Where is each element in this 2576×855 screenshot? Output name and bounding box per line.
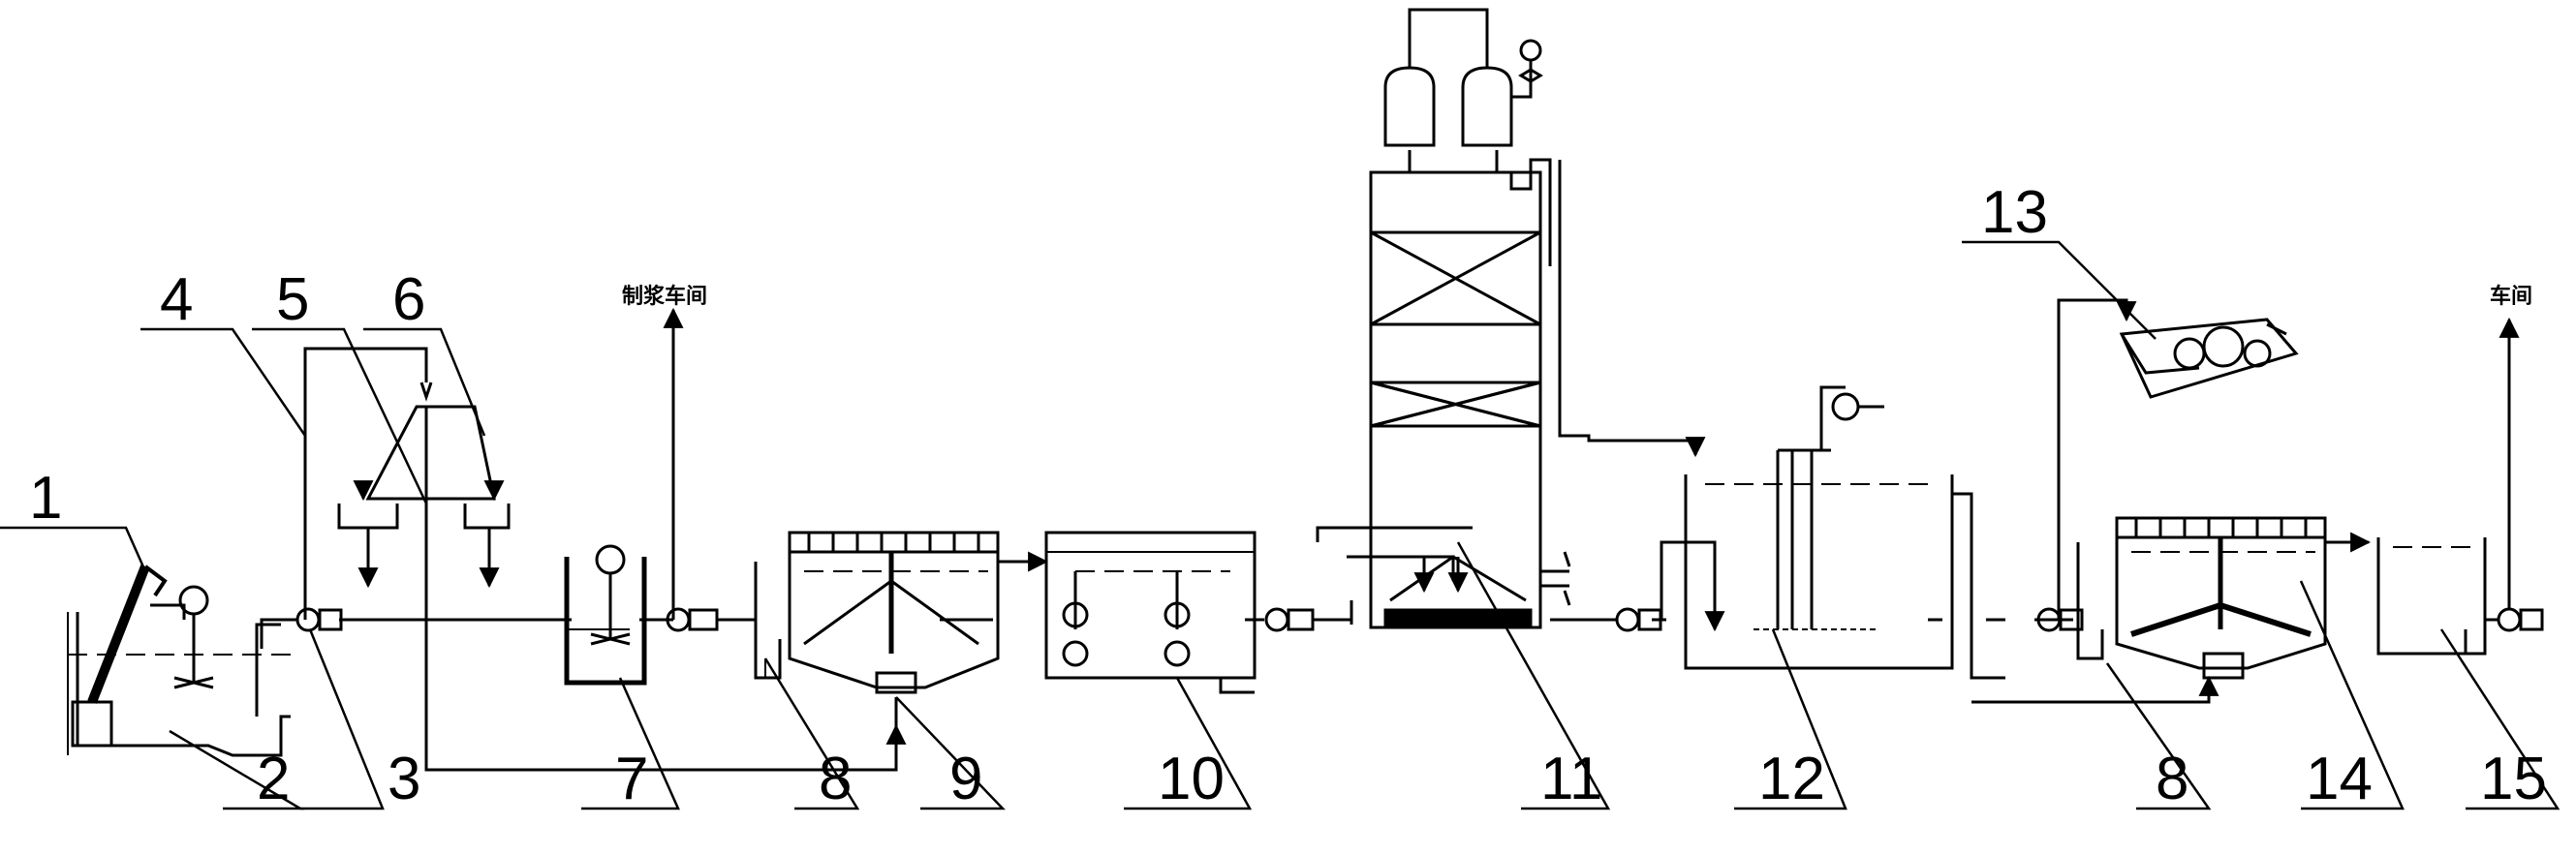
label-15: 15 xyxy=(2480,746,2547,812)
label-1: 1 xyxy=(29,465,62,532)
aeration-tank xyxy=(1652,385,2219,704)
main-pipeline xyxy=(260,618,2073,649)
label-2: 2 xyxy=(257,746,290,812)
label-7: 7 xyxy=(615,746,648,812)
callout-leaders xyxy=(0,240,2560,810)
pump-10 xyxy=(1264,607,1315,632)
clean-water-tank xyxy=(2325,317,2544,656)
label-6: 6 xyxy=(392,266,425,333)
label-5: 5 xyxy=(276,266,309,333)
label-10: 10 xyxy=(1158,746,1225,812)
lift-pump xyxy=(295,607,343,632)
pump-12 xyxy=(1615,607,1662,632)
pump-to-pulping xyxy=(663,307,719,632)
label-3: 3 xyxy=(388,746,420,812)
label-13: 13 xyxy=(1981,179,2048,246)
pump-14 xyxy=(2036,607,2084,632)
collection-pit xyxy=(67,612,291,757)
top-vessels xyxy=(1383,8,1543,172)
bar-screen xyxy=(87,565,186,704)
belt-press xyxy=(2057,298,2299,620)
workshop-label: 车间 xyxy=(2490,284,2532,309)
label-8b: 8 xyxy=(2156,746,2188,812)
label-4: 4 xyxy=(160,266,193,333)
label-8a: 8 xyxy=(819,746,852,812)
pit-motor xyxy=(173,585,214,689)
tank-10 xyxy=(998,531,1257,694)
gas-line xyxy=(1509,158,1706,458)
label-9: 9 xyxy=(949,746,982,812)
clarifier-2 xyxy=(2076,516,2327,680)
clarifier-1 xyxy=(754,531,1000,731)
mixing-tank xyxy=(564,544,647,686)
inclined-screen xyxy=(303,347,907,772)
pulping-workshop-label: 制浆车间 xyxy=(622,284,707,309)
tower-reactor xyxy=(1316,170,1571,629)
label-14: 14 xyxy=(2306,746,2373,812)
label-11: 11 xyxy=(1540,746,1602,812)
label-12: 12 xyxy=(1758,746,1825,812)
callout-labels: 1 2 3 4 5 6 7 8 9 10 11 12 13 8 14 15 xyxy=(29,179,2547,812)
